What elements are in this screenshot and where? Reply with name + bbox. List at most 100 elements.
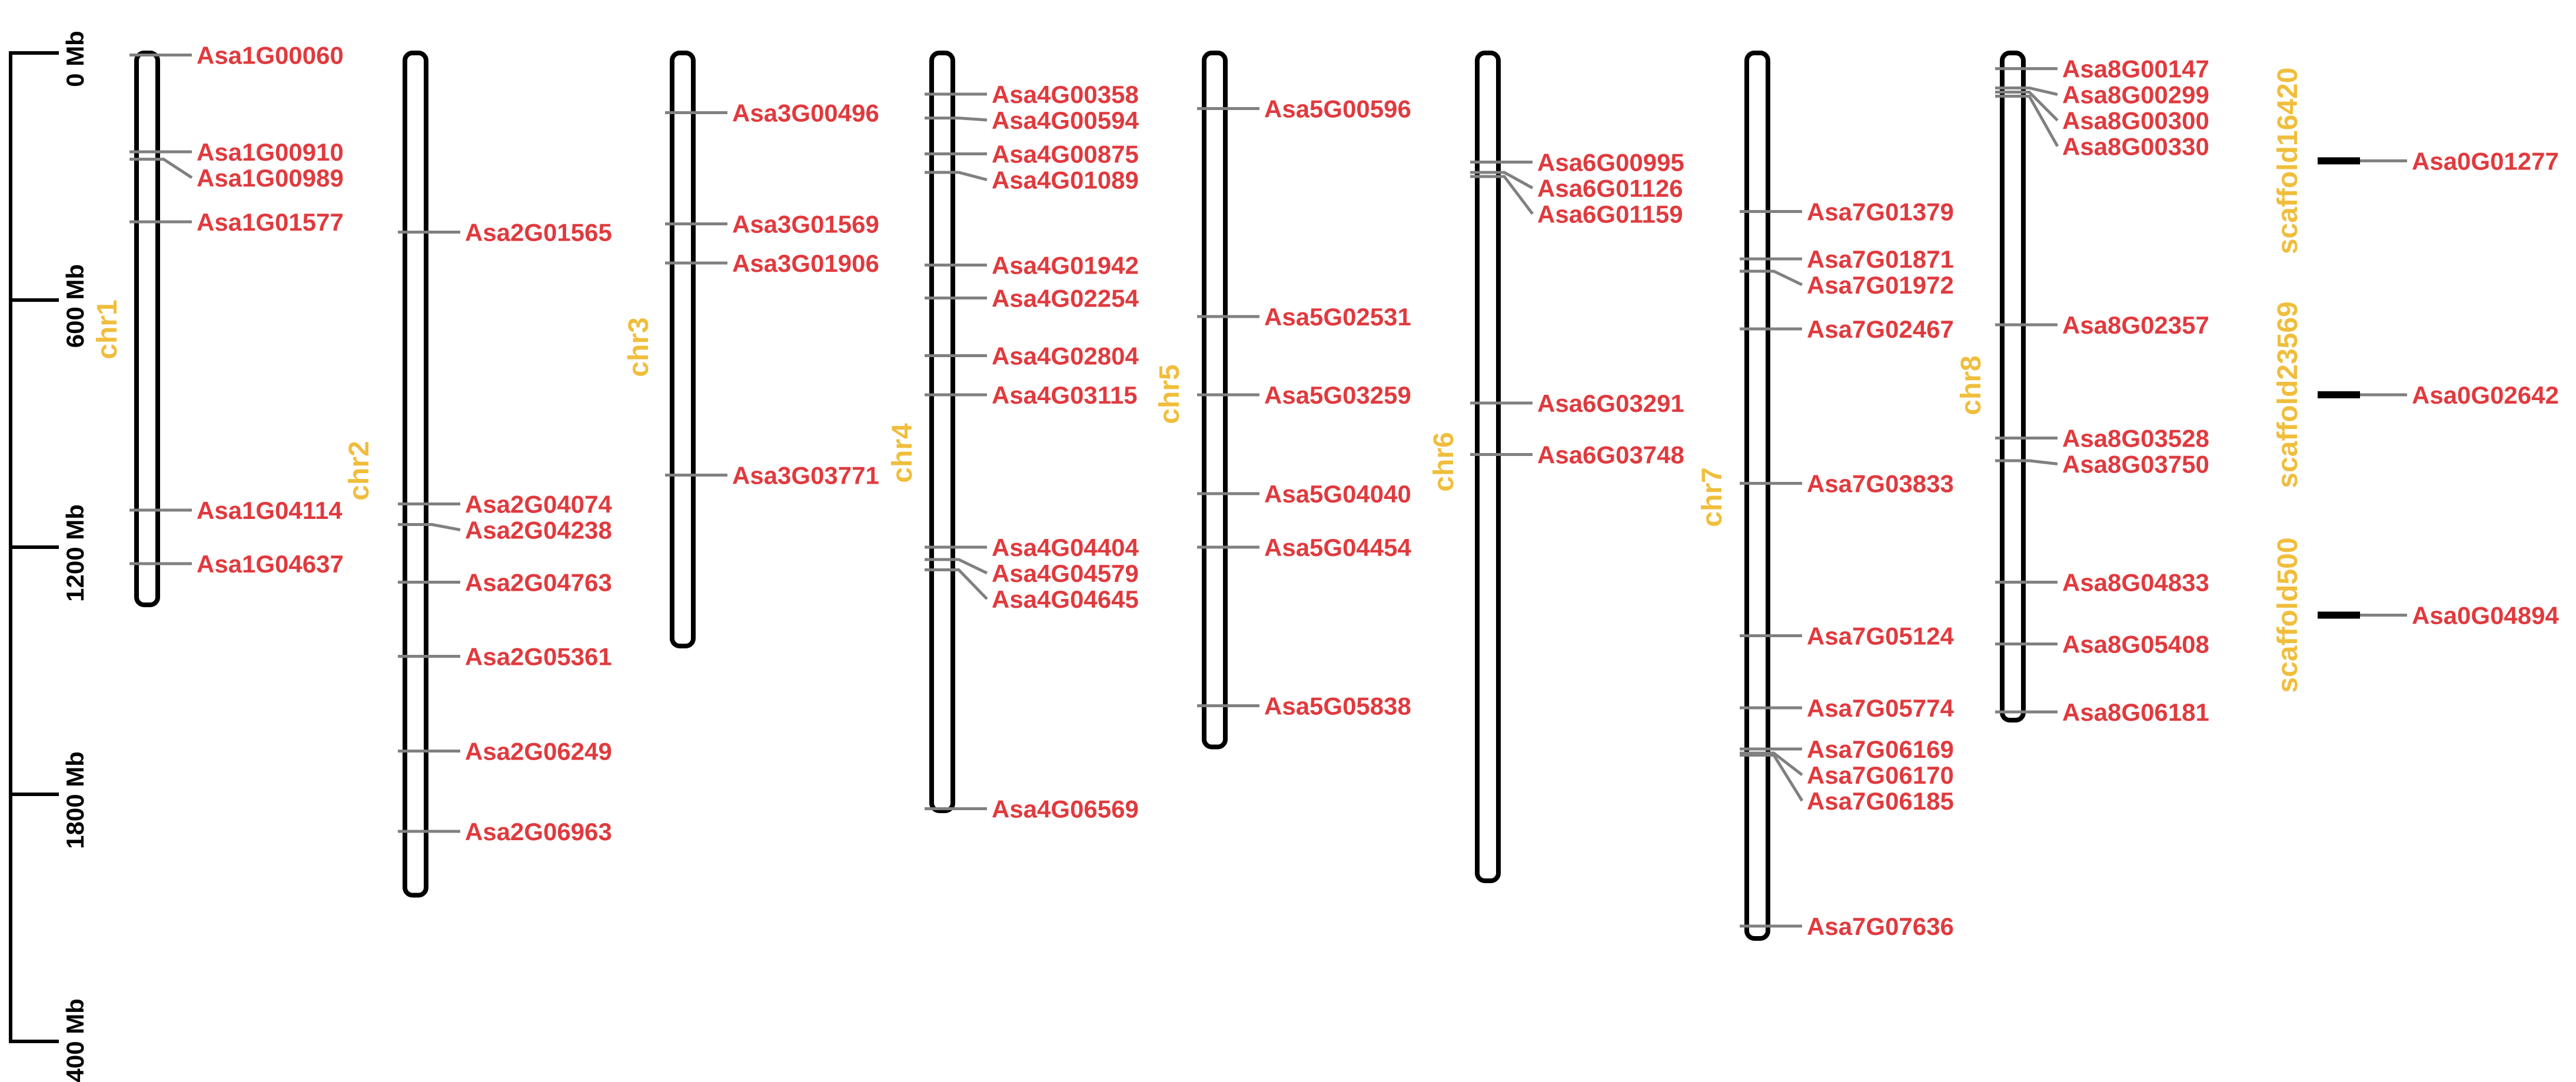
gene-label: Asa5G02531 <box>1264 303 1411 331</box>
chromosome-chr1: chr1Asa1G00060Asa1G00910Asa1G00989Asa1G0… <box>92 42 344 607</box>
scaffold-label: scaffold500 <box>2272 537 2304 693</box>
gene-label: Asa0G02642 <box>2412 381 2559 409</box>
gene-marker <box>1740 754 1804 802</box>
gene-marker <box>925 568 988 600</box>
gene-label: Asa7G01871 <box>1807 245 1954 273</box>
gene-label: Asa7G06185 <box>1807 787 1954 815</box>
gene-label: Asa4G00358 <box>992 81 1139 108</box>
gene-marker <box>1740 751 1803 776</box>
gene-label: Asa5G05838 <box>1264 693 1411 720</box>
gene-label: Asa5G04454 <box>1264 534 1412 561</box>
gene-label: Asa4G01942 <box>992 252 1139 279</box>
chromosome-chr2: chr2 Asa2G01565Asa2G04074Asa2G04238Asa2G0… <box>344 51 613 898</box>
gene-label: Asa3G03771 <box>732 462 879 490</box>
chromosome-bar <box>1475 51 1501 883</box>
gene-label: Asa4G04404 <box>992 534 1139 561</box>
gene-label: Asa8G03750 <box>2062 451 2209 478</box>
gene-label: Asa7G06169 <box>1807 735 1954 763</box>
gene-label: Asa6G00995 <box>1537 149 1684 177</box>
gene-label: Asa1G00910 <box>197 138 344 166</box>
gene-label: Asa5G04040 <box>1264 480 1411 508</box>
gene-marker <box>1995 86 2058 96</box>
chromosome-label: chr2 <box>344 441 375 500</box>
gene-marker <box>925 171 988 181</box>
gene-label: Asa6G03748 <box>1537 441 1684 469</box>
chromosome-label: chr1 <box>92 299 123 359</box>
gene-label: Asa8G00330 <box>2062 133 2209 161</box>
chromosome-chr4: chr4Asa4G00358Asa4G00594Asa4G00875Asa4G0… <box>887 51 1139 823</box>
gene-label: Asa7G05124 <box>1807 622 1955 650</box>
gene-label: Asa4G02254 <box>992 285 1139 312</box>
scaffold-label: scaffold16420 <box>2272 68 2304 255</box>
gene-marker <box>1995 91 2059 122</box>
scaffold-label: scaffold23569 <box>2272 301 2304 488</box>
chromosome-group: chr1Asa1G00060Asa1G00910Asa1G00989Asa1G0… <box>92 42 2209 941</box>
gene-label: Asa1G04114 <box>197 497 343 524</box>
chromosome-bar <box>670 51 696 648</box>
chromosome-bar <box>134 51 160 607</box>
scale-tick-label: 1200 Mb <box>61 504 89 602</box>
gene-label: Asa2G06249 <box>465 738 612 765</box>
scaffold-scaffold16420: Asa0G01277 scaffold16420 <box>2272 68 2559 255</box>
gene-label: Asa2G04763 <box>465 569 612 597</box>
gene-marker <box>1995 459 2058 465</box>
gene-label: Asa1G04637 <box>197 550 344 578</box>
chromosome-label: chr5 <box>1154 364 1185 424</box>
gene-label: Asa7G02467 <box>1807 315 1954 343</box>
gene-label: Asa4G00594 <box>992 106 1139 134</box>
gene-label: Asa7G07636 <box>1807 913 1954 940</box>
scale-tick-label: 1800 Mb <box>61 751 89 849</box>
gene-marker <box>925 116 988 122</box>
gene-label: Asa7G06170 <box>1807 761 1954 789</box>
gene-label: Asa6G03291 <box>1537 389 1684 417</box>
gene-label: Asa8G05408 <box>2062 631 2209 658</box>
chromosome-bar <box>1744 51 1770 941</box>
gene-marker <box>398 523 461 531</box>
gene-label: Asa5G00596 <box>1264 95 1411 123</box>
gene-label: Asa6G01159 <box>1537 201 1683 228</box>
gene-label: Asa3G01569 <box>732 211 879 238</box>
gene-marker <box>129 158 193 179</box>
scale-tick-label: 2400 Mb <box>61 998 89 1082</box>
chromosome-chr7: chr7Asa7G01379Asa7G01871Asa7G01972Asa7G0… <box>1697 51 1955 941</box>
gene-label: Asa2G01565 <box>465 219 612 247</box>
chromosome-label: chr8 <box>1956 355 1987 415</box>
chromosome-label: chr3 <box>623 317 654 377</box>
gene-label: Asa8G06181 <box>2062 698 2209 726</box>
gene-label: Asa3G01906 <box>732 249 879 277</box>
gene-marker <box>925 558 988 575</box>
gene-label: Asa8G02357 <box>2062 311 2209 339</box>
chromosome-bar <box>929 51 955 813</box>
gene-marker <box>1740 269 1803 287</box>
gene-label: Asa2G04074 <box>465 491 613 518</box>
gene-label: Asa4G01089 <box>992 167 1139 194</box>
gene-label: Asa0G01277 <box>2412 147 2559 175</box>
gene-label: Asa2G05361 <box>465 643 612 671</box>
gene-label: Asa4G06569 <box>992 795 1139 823</box>
chromosome-chr6: chr6 Asa6G00995Asa6G01126Asa6G01159Asa6G0… <box>1428 51 1684 883</box>
chromosome-label: chr4 <box>887 423 918 483</box>
gene-label: Asa1G01577 <box>197 208 344 236</box>
gene-label: Asa1G00060 <box>197 42 344 69</box>
gene-marker <box>1470 171 1534 189</box>
gene-label: Asa2G04238 <box>465 517 612 544</box>
gene-label: Asa6G01126 <box>1537 175 1683 202</box>
gene-label: Asa7G05774 <box>1807 694 1955 722</box>
gene-label: Asa4G02804 <box>992 342 1139 370</box>
chromosome-label: chr6 <box>1428 432 1460 491</box>
chromosome-chr5: chr5Asa5G00596Asa5G02531Asa5G03259Asa5G0… <box>1154 51 1412 750</box>
gene-label: Asa7G01972 <box>1807 271 1954 299</box>
gene-label: Asa8G00147 <box>2062 55 2209 83</box>
chromosome-bar <box>1202 51 1228 750</box>
gene-label: Asa8G03528 <box>2062 425 2209 452</box>
chromosome-chr8: chr8Asa8G00147Asa8G00299Asa8G00300Asa8G0… <box>1956 51 2209 726</box>
gene-label: Asa4G03115 <box>992 381 1138 409</box>
gene-label: Asa8G00299 <box>2062 81 2209 109</box>
gene-marker <box>1995 95 2059 147</box>
chromosome-chr3: chr3Asa3G00496Asa3G01569Asa3G01906Asa3G0… <box>623 51 879 648</box>
gene-label: Asa4G04579 <box>992 560 1139 587</box>
gene-label: Asa0G04894 <box>2412 602 2560 630</box>
gene-label: Asa2G06963 <box>465 818 612 845</box>
